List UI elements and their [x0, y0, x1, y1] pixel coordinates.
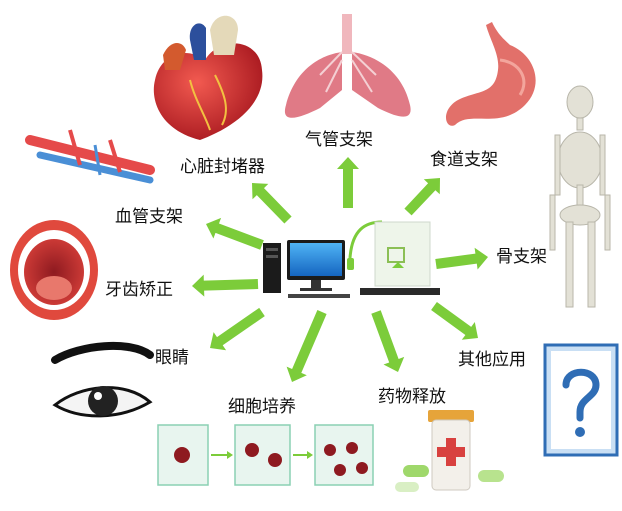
stomach-icon — [446, 22, 536, 126]
pill-bottle-icon — [395, 410, 504, 492]
label-bone: 骨支架 — [496, 247, 547, 267]
cell-culture-icon — [158, 425, 373, 485]
label-esophagus: 食道支架 — [430, 150, 498, 170]
arrow-drug — [371, 310, 404, 372]
skeleton-icon — [550, 86, 610, 307]
lungs-icon — [285, 14, 411, 118]
computer-printer-icon — [263, 222, 440, 298]
arrow-esophagus — [404, 178, 440, 215]
label-teeth: 牙齿矫正 — [105, 280, 173, 300]
arrow-vessel — [206, 218, 264, 250]
label-drug: 药物释放 — [378, 387, 446, 407]
arrow-bone — [435, 248, 488, 270]
label-other: 其他应用 — [458, 350, 526, 370]
label-vessel: 血管支架 — [115, 207, 183, 227]
label-trachea: 气管支架 — [305, 130, 373, 150]
eye-icon — [55, 346, 150, 416]
label-eye: 眼睛 — [155, 348, 189, 368]
arrow-trachea — [337, 157, 359, 208]
heart-icon — [154, 16, 263, 140]
arrow-cell — [287, 310, 327, 382]
blood-vessels-icon — [30, 130, 150, 180]
label-heart: 心脏封堵器 — [180, 157, 265, 177]
arrow-teeth — [192, 275, 258, 297]
open-mouth-icon — [10, 220, 98, 320]
label-cell: 细胞培养 — [228, 397, 296, 417]
arrow-heart — [252, 183, 292, 224]
arrow-other — [431, 302, 478, 340]
arrow-eye — [210, 308, 265, 350]
question-mark-icon — [545, 345, 617, 455]
